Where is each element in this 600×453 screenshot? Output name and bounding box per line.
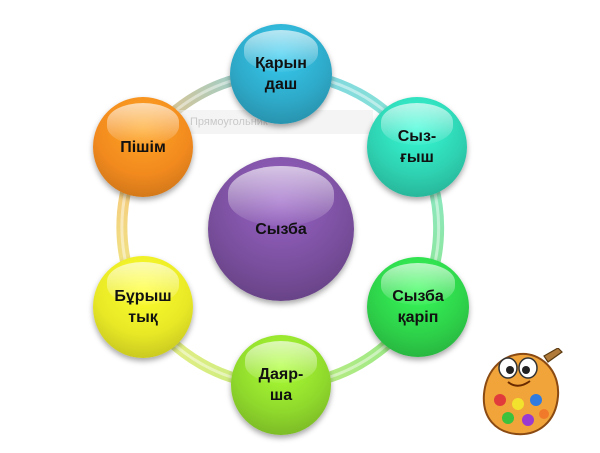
node-karyndash-label: Қарын даш (255, 55, 307, 93)
node-buryshtyk-label: Бұрыш тық (114, 288, 172, 326)
node-pishim-label: Пішім (120, 138, 166, 156)
center-node: Сызба (208, 157, 354, 301)
node-syzba-karip-label: Сызба қаріп (392, 288, 444, 326)
node-buryshtyk: Бұрыш тық (93, 256, 193, 358)
node-syzgysh: Сыз- ғыш (367, 97, 467, 197)
node-syzba-karip: Сызба қаріп (367, 257, 469, 357)
ghost-label: Прямоугольник (190, 116, 268, 128)
center-node-label: Сызба (255, 220, 307, 238)
node-pishim: Пішім (93, 97, 193, 197)
node-dayarsha: Даяр- ша (231, 335, 331, 435)
node-syzgysh-label: Сыз- ғыш (397, 128, 437, 166)
node-karyndash: Қарын даш (230, 24, 332, 124)
node-dayarsha-label: Даяр- ша (258, 366, 304, 404)
palette-mascot-icon (482, 348, 563, 436)
